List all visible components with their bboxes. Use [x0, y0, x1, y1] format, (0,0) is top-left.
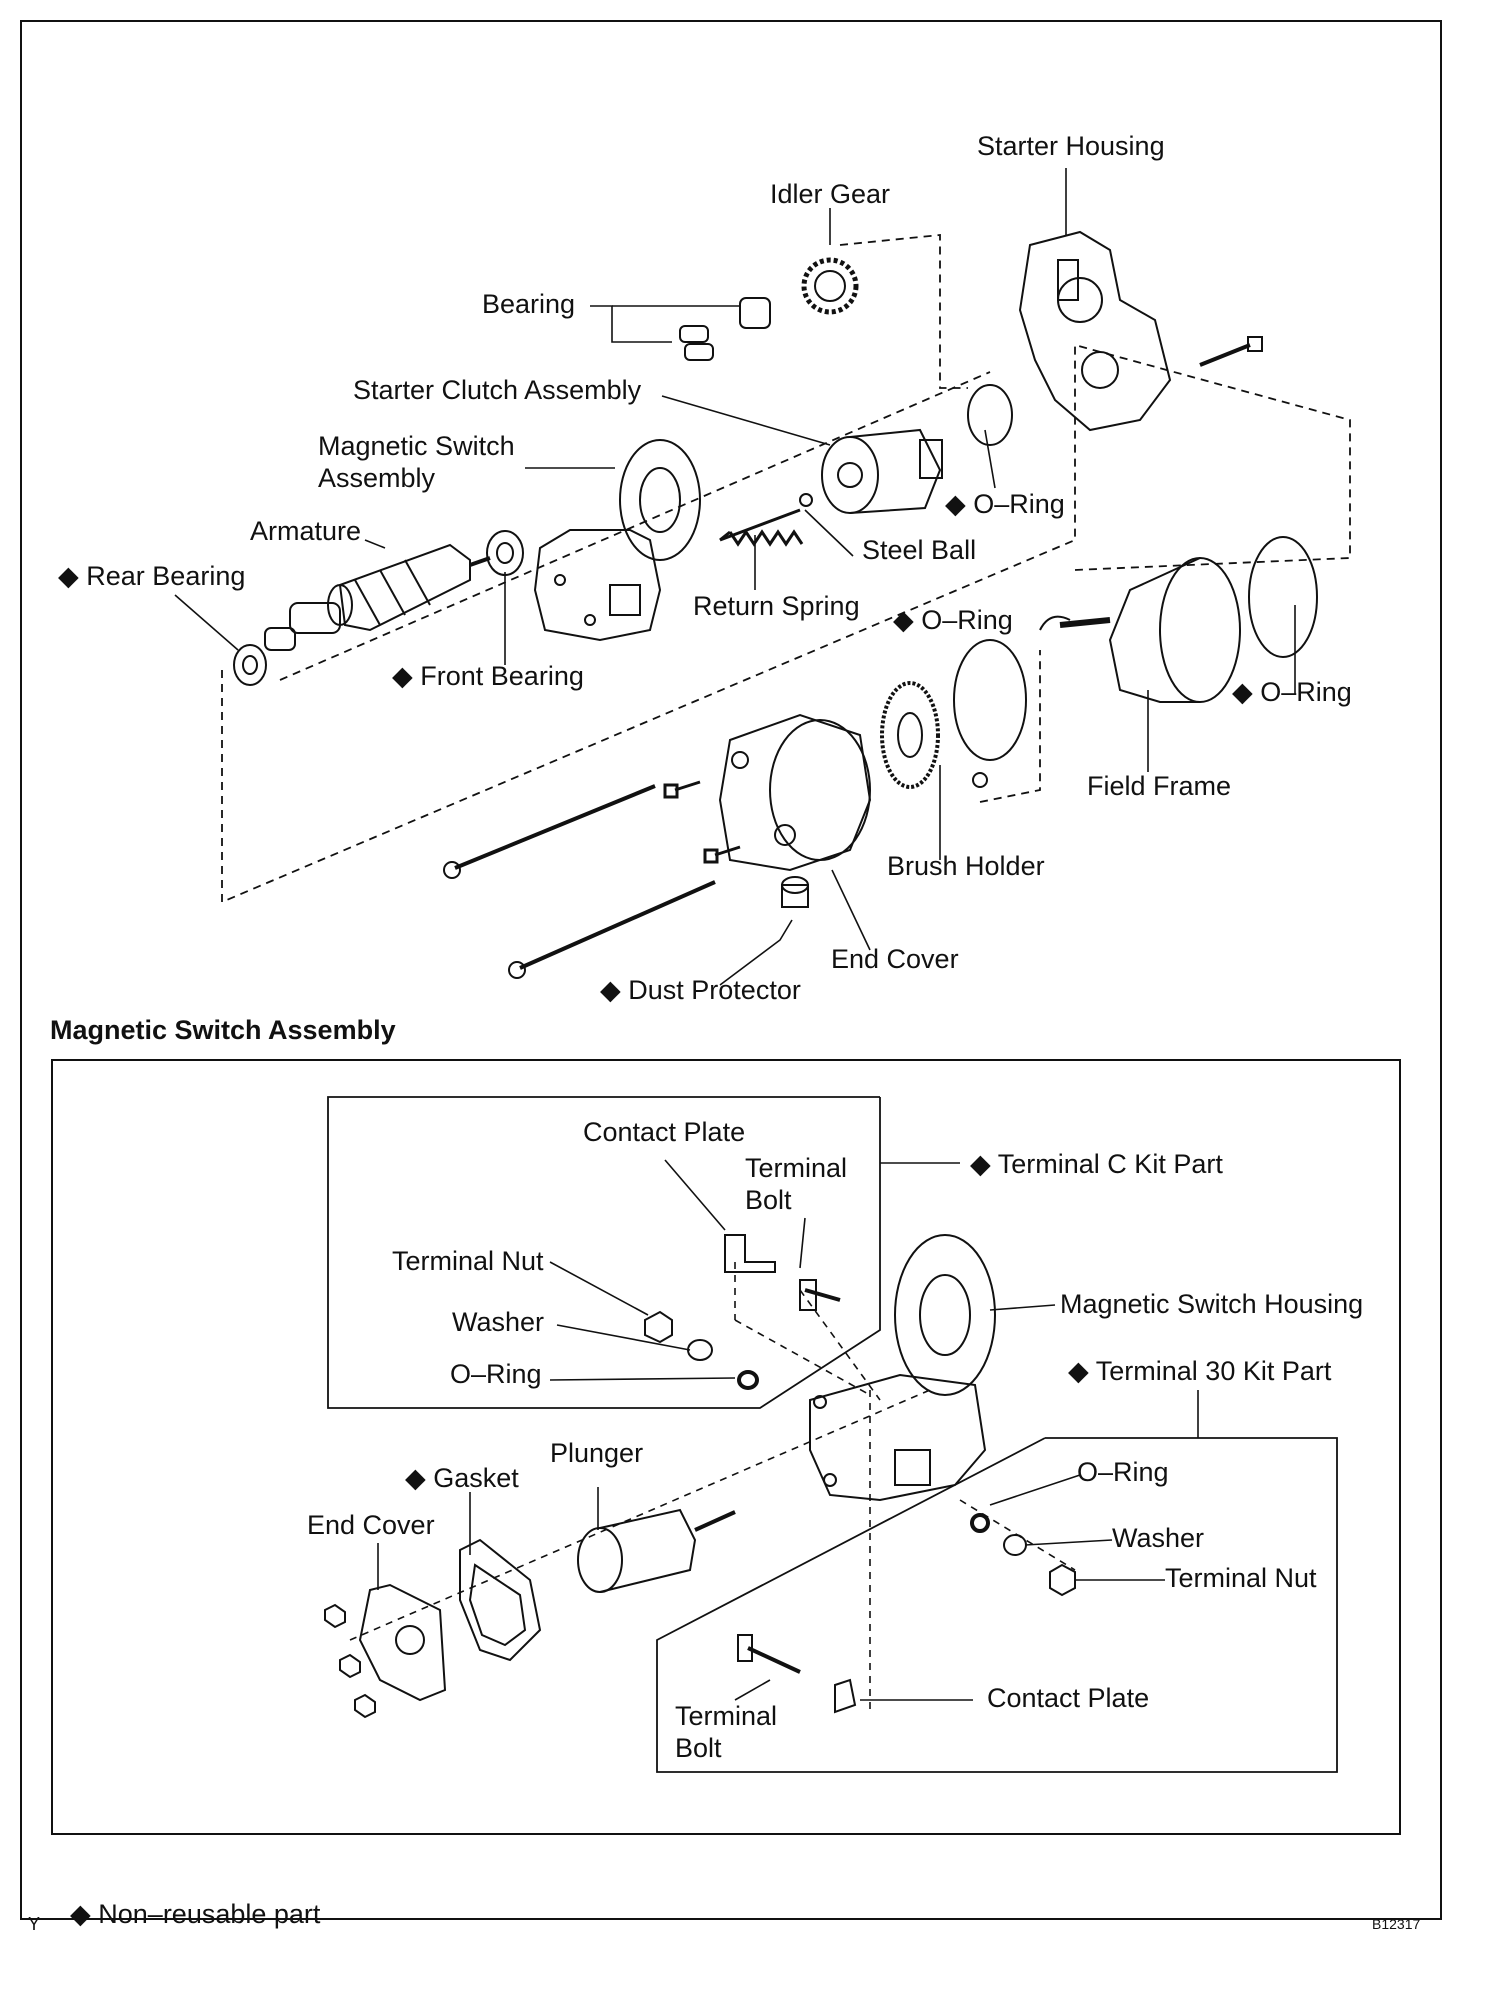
o-ring-1-part [967, 384, 1013, 446]
label-rear-bearing: ◆ Rear Bearing [58, 561, 246, 591]
page-frame [20, 20, 1442, 1920]
label-o-ring-bottom: O–Ring [1077, 1457, 1169, 1487]
label-end-cover-lower: End Cover [307, 1510, 435, 1540]
label-terminal-c-kit-part: ◆ Terminal C Kit Part [970, 1149, 1223, 1179]
label-terminal-bolt-top: Terminal Bolt [745, 1153, 848, 1215]
armature-part [264, 543, 491, 651]
label-return-spring: Return Spring [693, 591, 860, 621]
label-o-ring-top: O–Ring [450, 1359, 542, 1389]
figure-id: B12317 [1372, 1916, 1421, 1932]
label-terminal-nut-top: Terminal Nut [392, 1246, 544, 1276]
field-frame-part [1039, 557, 1241, 703]
section-box [51, 1059, 1401, 1835]
dust-protector-part [781, 876, 809, 908]
label-o-ring-2: ◆ O–Ring [893, 605, 1013, 635]
terminal-nut-bottom-part [1049, 1563, 1076, 1597]
label-magnetic-switch-assembly: Magnetic Switch Assembly [318, 431, 515, 493]
non-reusable-legend: ◆ Non–reusable part [70, 1899, 321, 1929]
label-terminal-30-kit-part: ◆ Terminal 30 Kit Part [1068, 1356, 1332, 1386]
view-mark: Y [28, 1914, 41, 1934]
screw-parts [663, 780, 741, 864]
return-spring-part [719, 508, 804, 547]
label-end-cover: End Cover [831, 944, 959, 974]
idler-gear-part [801, 257, 859, 315]
plunger-part [577, 1508, 736, 1593]
section-title: Magnetic Switch Assembly [50, 1015, 396, 1045]
magnetic-switch-housing-part [809, 1234, 996, 1502]
alignment-lines [221, 234, 1351, 904]
starter-clutch-part [821, 428, 943, 514]
o-ring-top-part [737, 1370, 759, 1390]
label-o-ring-3: ◆ O–Ring [1232, 677, 1352, 707]
label-front-bearing: ◆ Front Bearing [392, 661, 584, 691]
nut-part [972, 772, 988, 788]
o-ring-2-part [953, 639, 1027, 761]
label-washer-bottom: Washer [1112, 1523, 1205, 1553]
label-brush-holder: Brush Holder [887, 851, 1045, 881]
front-bearing-part [486, 530, 524, 576]
label-contact-plate-top: Contact Plate [583, 1117, 746, 1147]
terminal-nut-top-part [644, 1310, 673, 1344]
label-bearing: Bearing [482, 289, 576, 319]
label-magnetic-switch-housing: Magnetic Switch Housing [1060, 1289, 1364, 1319]
through-bolt-parts [443, 784, 716, 979]
label-starter-housing: Starter Housing [977, 131, 1165, 161]
label-gasket: ◆ Gasket [405, 1463, 519, 1493]
label-terminal-bolt-bottom: Terminal Bolt [675, 1701, 778, 1763]
rear-bearing-part [233, 644, 267, 686]
label-dust-protector: ◆ Dust Protector [600, 975, 801, 1005]
label-o-ring-1: ◆ O–Ring [945, 489, 1065, 519]
label-idler-gear: Idler Gear [770, 179, 891, 209]
terminal-30-kit-box [656, 1437, 1338, 1773]
starter-housing-part [1018, 230, 1263, 432]
washer-top-part [687, 1339, 713, 1361]
label-plunger: Plunger [550, 1438, 644, 1468]
gasket-part [459, 1538, 542, 1662]
steel-ball-part [799, 493, 813, 507]
o-ring-3-part [1248, 536, 1318, 658]
label-starter-clutch-assembly: Starter Clutch Assembly [353, 375, 642, 405]
magnetic-switch-assembly-part [533, 439, 701, 642]
label-terminal-nut-bottom: Terminal Nut [1165, 1563, 1317, 1593]
label-armature: Armature [250, 516, 362, 546]
washer-bottom-part [1003, 1534, 1027, 1556]
end-cover-lower-part [324, 1583, 447, 1719]
end-cover-part [718, 713, 872, 872]
brush-holder-part [880, 681, 940, 789]
bearing-part [679, 297, 771, 361]
terminal-bolt-top-part [799, 1279, 841, 1311]
terminal-bolt-bottom-part [737, 1634, 801, 1674]
label-steel-ball: Steel Ball [862, 535, 977, 565]
contact-plate-top-part [724, 1234, 776, 1273]
contact-plate-bottom-part [834, 1678, 857, 1714]
terminal-c-kit-box [327, 1096, 881, 1409]
label-field-frame: Field Frame [1087, 771, 1232, 801]
o-ring-bottom-part [970, 1513, 990, 1533]
leader-lines [174, 168, 1296, 986]
label-washer-top: Washer [452, 1307, 545, 1337]
label-contact-plate-bottom: Contact Plate [987, 1683, 1150, 1713]
